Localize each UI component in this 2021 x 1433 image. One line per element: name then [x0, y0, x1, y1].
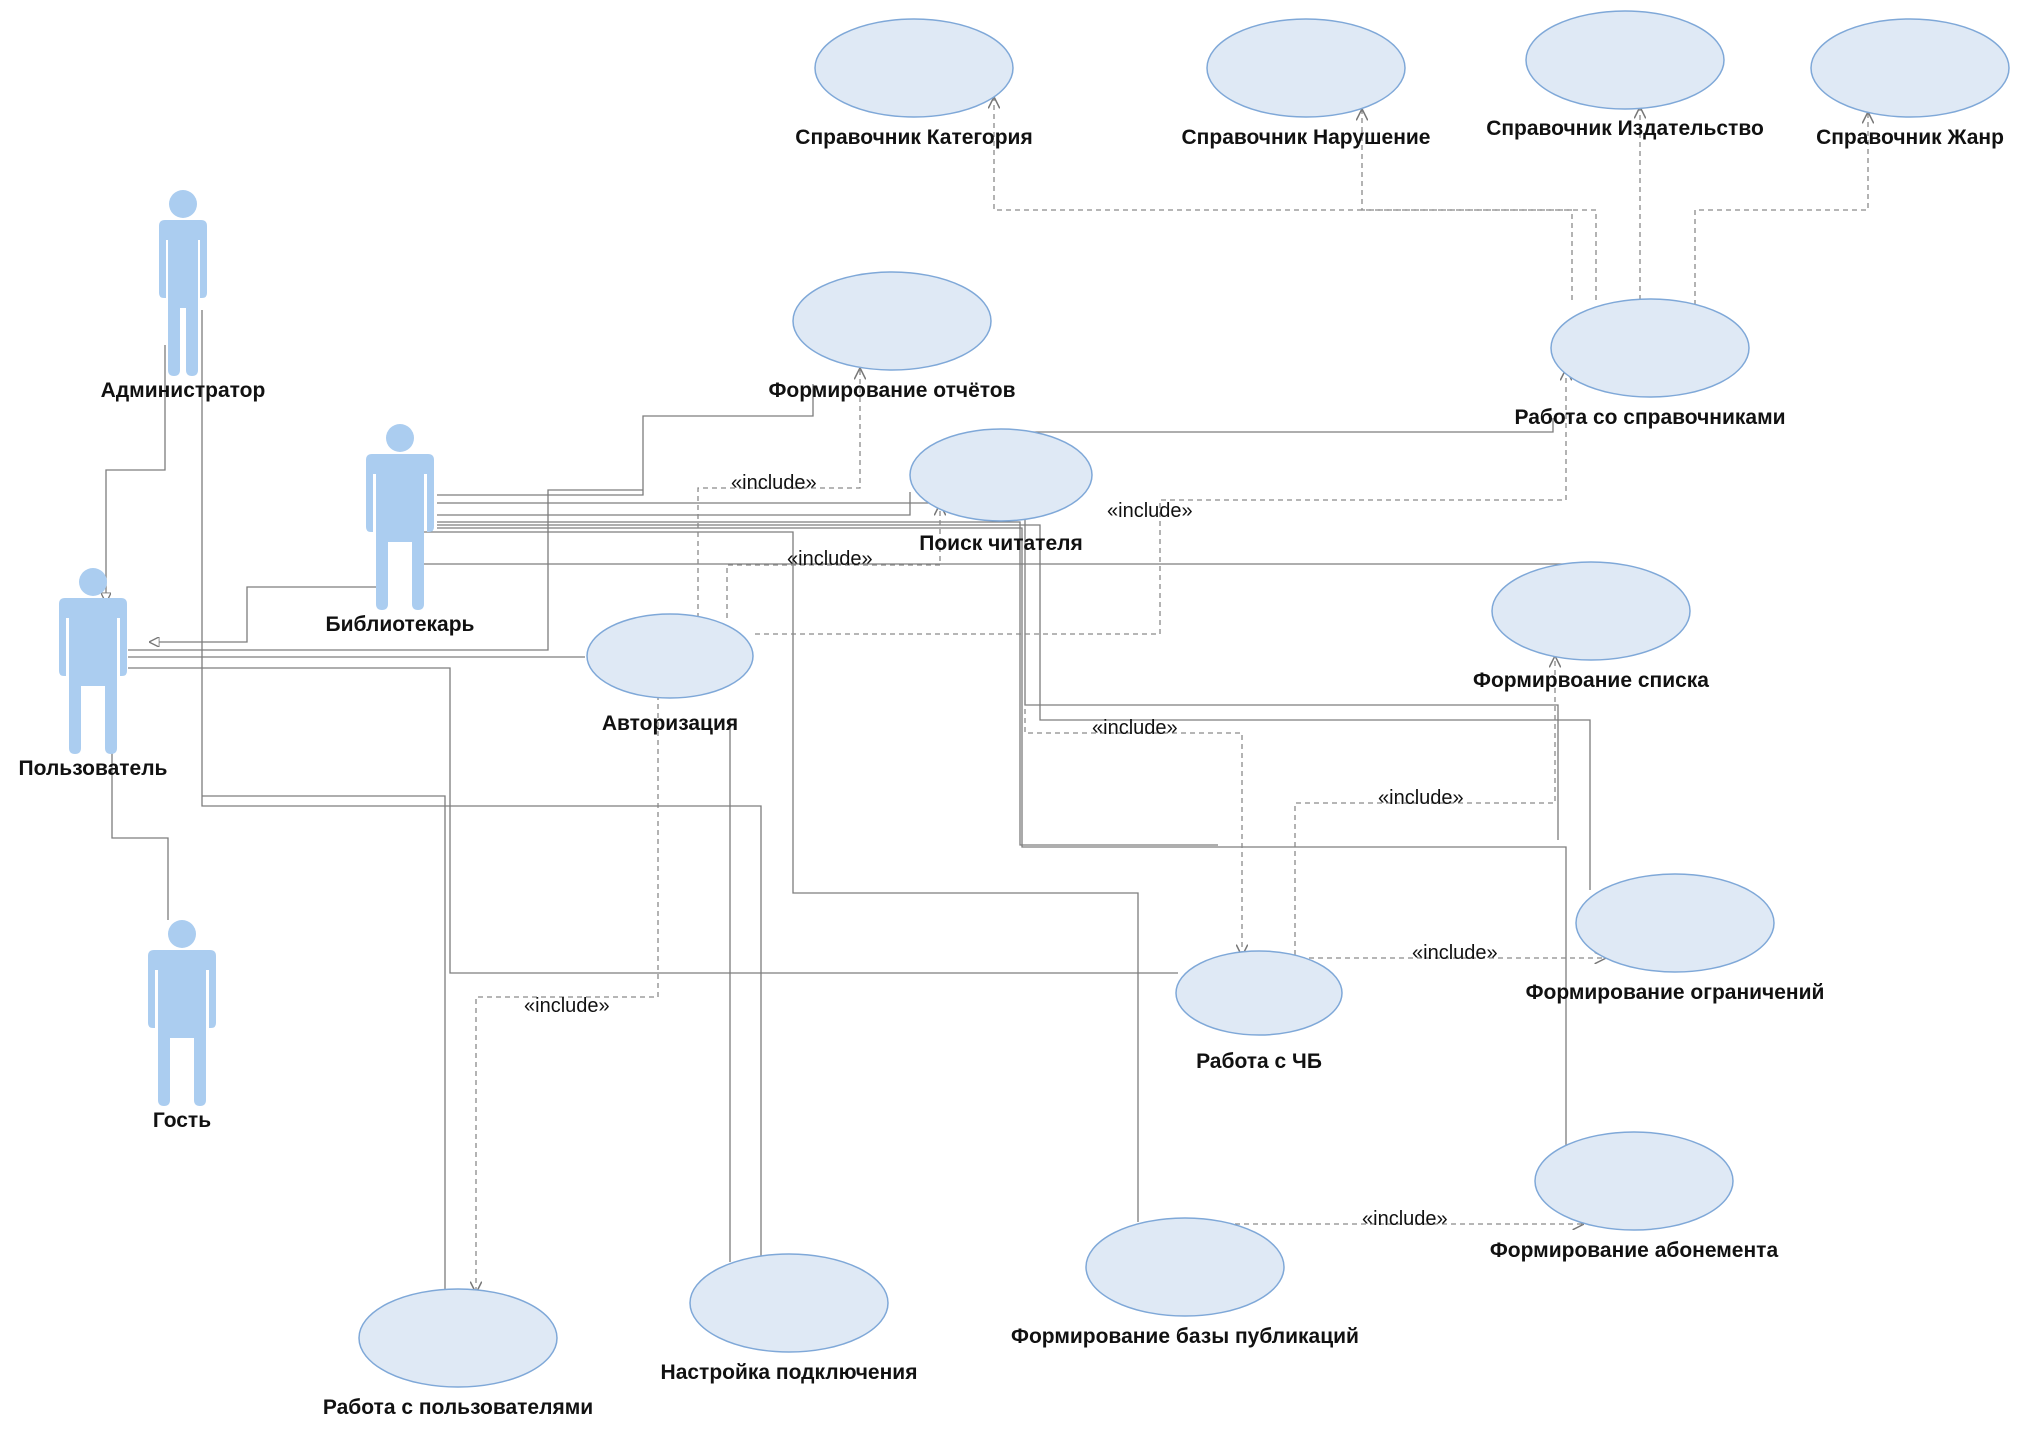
inc-auth-users [476, 695, 659, 1292]
person-icon [159, 190, 207, 376]
actor-label: Библиотекарь [326, 613, 475, 636]
use-case-label: Формирование отчётов [768, 379, 1015, 402]
use-case-label: Формирование абонемента [1490, 1239, 1779, 1262]
use-case-label: Справочник Категория [795, 126, 1032, 149]
use-case-connection[interactable]: Настройка подключения [661, 1253, 918, 1384]
use-case-label: Работа с ЧБ [1196, 1050, 1322, 1073]
use-case-label: Работа со справочниками [1514, 406, 1785, 429]
use-case-restrictions[interactable]: Формирование ограничений [1526, 873, 1825, 1004]
associations [128, 310, 1591, 1290]
use-case-ref-violation[interactable]: Справочник Нарушение [1182, 18, 1431, 149]
assoc-librarian-subscription [437, 527, 1567, 1145]
use-case-list-forming[interactable]: Формирвоание списка [1473, 561, 1709, 692]
inc-blacklist-list [1294, 657, 1555, 955]
actor-user[interactable]: Пользователь [19, 568, 168, 780]
use-case-refs-work[interactable]: Работа со справочниками [1514, 298, 1786, 429]
use-case-ref-genre[interactable]: Справочник Жанр [1810, 18, 2010, 149]
person-icon [148, 920, 216, 1106]
actor-label: Гость [153, 1109, 211, 1132]
include-label: «include» [1092, 717, 1178, 739]
use-case-ref-publisher[interactable]: Справочник Издательство [1486, 10, 1764, 140]
use-case-blacklist[interactable]: Работа с ЧБ [1175, 950, 1343, 1073]
use-case-label: Авторизация [602, 712, 738, 735]
actor-librarian[interactable]: Библиотекарь [326, 424, 475, 636]
assoc-admin-connection [201, 310, 762, 1256]
inc-auth-reports [697, 369, 860, 618]
actor-label: Пользователь [19, 757, 168, 780]
include-label: «include» [1107, 500, 1193, 522]
use-case-reader-search[interactable]: Поиск читателя [909, 428, 1093, 555]
use-case-label: Формирование базы публикаций [1011, 1325, 1359, 1348]
use-case-label: Формирвоание списка [1473, 669, 1709, 692]
use-case-label: Формирование ограничений [1526, 981, 1825, 1004]
inc-auth-refs [755, 370, 1566, 635]
assoc-librarian-reports [437, 384, 814, 496]
assoc-search-line [1024, 492, 1559, 840]
use-case-label: Справочник Издательство [1486, 117, 1764, 140]
include-label: «include» [1378, 787, 1464, 809]
gen-admin-user [106, 345, 166, 602]
include-label: «include» [524, 995, 610, 1017]
gen-librarian-user [150, 586, 387, 642]
gen-guest-user [112, 733, 169, 920]
include-label: «include» [1412, 942, 1498, 964]
use-case-ref-category[interactable]: Справочник Категория [795, 18, 1033, 149]
inc-refs-genre [1694, 113, 1868, 305]
assoc-user-line [128, 667, 1178, 974]
assoc-librarian-restrictions [437, 524, 1591, 890]
assoc-librarian-search [437, 492, 911, 516]
generalizations [106, 345, 387, 920]
assoc-admin-users [202, 795, 446, 1290]
person-icon [366, 424, 434, 610]
includes [476, 98, 1868, 1292]
assoc-librarian-pubdb [420, 531, 1139, 1222]
person-icon [59, 568, 127, 754]
use-case-subscription[interactable]: Формирование абонемента [1490, 1131, 1779, 1262]
actor-label: Администратор [101, 379, 266, 402]
inc-search-blacklist [1024, 700, 1242, 955]
include-labels: «include» «include» «include» «include» … [524, 472, 1498, 1230]
use-case-label: Справочник Жанр [1816, 126, 2004, 149]
inc-refs-violation [1362, 110, 1573, 300]
use-case-label: Настройка подключения [661, 1361, 918, 1384]
use-case-label: Работа с пользователями [323, 1396, 593, 1419]
use-case-label: Справочник Нарушение [1182, 126, 1431, 149]
actor-guest[interactable]: Гость [148, 920, 216, 1132]
include-label: «include» [1362, 1208, 1448, 1230]
include-label: «include» [731, 472, 817, 494]
use-case-publications-db[interactable]: Формирование базы публикаций [1011, 1217, 1359, 1348]
use-case-users-work[interactable]: Работа с пользователями [323, 1288, 593, 1419]
assoc-user-reports [128, 489, 643, 651]
use-case-auth[interactable]: Авторизация [586, 613, 754, 735]
use-case-reports[interactable]: Формирование отчётов [768, 271, 1016, 402]
use-case-label: Поиск читателя [919, 532, 1082, 555]
actor-admin[interactable]: Администратор [101, 190, 266, 402]
include-label: «include» [787, 548, 873, 570]
assoc-librarian-blacklist [437, 521, 1218, 846]
inc-refs-category [994, 98, 1597, 300]
